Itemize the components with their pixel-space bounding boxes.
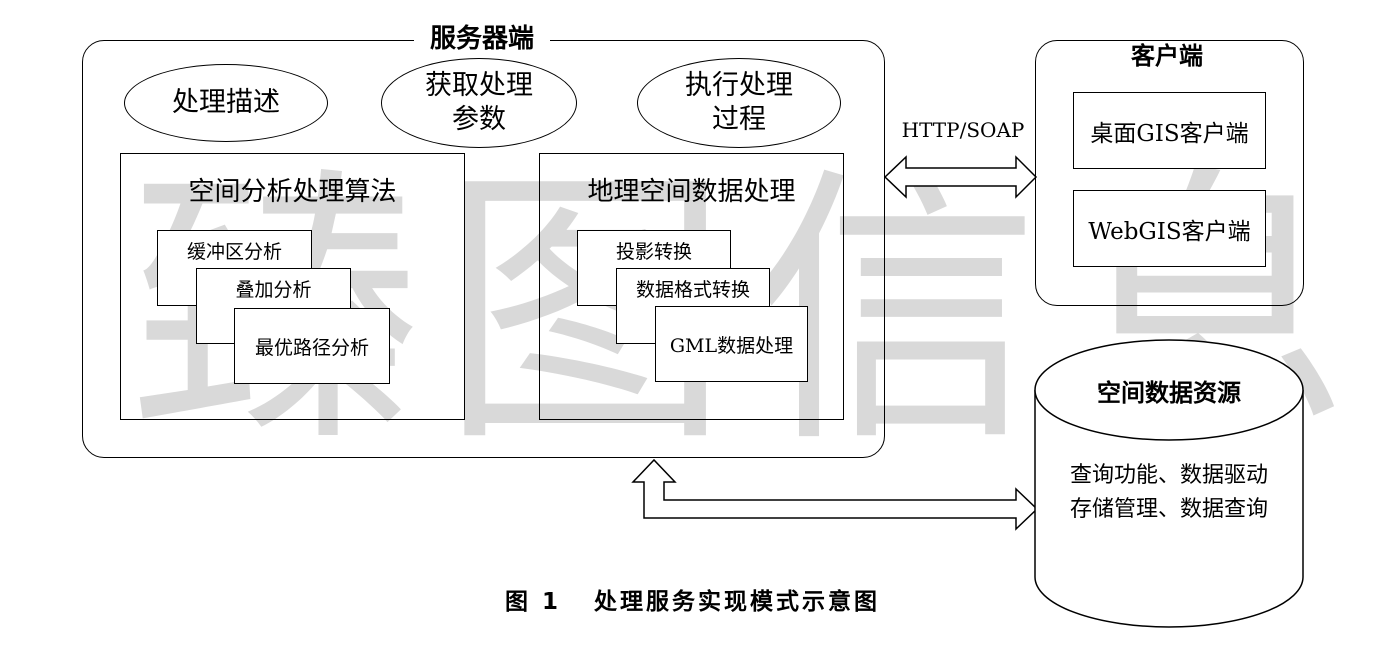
database-line-1: 查询功能、数据驱动: [1069, 463, 1268, 488]
geospatial-processing-panel-title: 地理空间数据处理: [587, 177, 796, 207]
webgis-client-label: WebGIS客户端: [1088, 218, 1251, 245]
oval-process-description-label: 处理描述: [172, 87, 280, 118]
database-cylinder: [1034, 390, 1304, 628]
oval-process-description: 处理描述: [124, 64, 328, 142]
database-line-2: 存储管理、数据查询: [1069, 497, 1268, 522]
webgis-client-box: WebGIS客户端: [1073, 190, 1266, 267]
database-cylinder-top: [1034, 339, 1304, 441]
geospatial-processing-panel: [539, 153, 844, 420]
buffer-analysis-label: 缓冲区分析: [186, 241, 282, 263]
spatial-analysis-panel-title: 空间分析处理算法: [188, 177, 397, 207]
optimal-path-analysis-box: 最优路径分析: [234, 308, 390, 384]
oval-get-parameters: 获取处理 参数: [381, 58, 577, 148]
client-group: [1035, 40, 1304, 306]
gml-processing-box: GML数据处理: [655, 306, 808, 382]
optimal-path-analysis-label: 最优路径分析: [254, 336, 369, 359]
elbow-arrow-icon: [631, 458, 1039, 531]
client-group-title: 客户端: [1115, 41, 1219, 71]
oval-execute-process: 执行处理 过程: [637, 58, 841, 148]
format-conversion-label: 数据格式转换: [635, 279, 750, 301]
database-title: 空间数据资源: [1097, 379, 1241, 407]
server-group-title: 服务器端: [414, 24, 551, 54]
gml-processing-label: GML数据处理: [669, 334, 794, 357]
protocol-label: HTTP/SOAP: [901, 118, 1025, 142]
spatial-analysis-panel: [120, 153, 465, 420]
desktop-gis-client-label: 桌面GIS客户端: [1090, 120, 1249, 147]
oval-execute-process-label: 执行处理 过程: [685, 70, 793, 135]
projection-transform-label: 投影转换: [615, 241, 692, 263]
overlay-analysis-label: 叠加分析: [235, 279, 312, 301]
desktop-gis-client-box: 桌面GIS客户端: [1073, 92, 1266, 169]
oval-get-parameters-label: 获取处理 参数: [425, 70, 533, 135]
double-arrow-icon: [883, 155, 1038, 199]
figure-caption: 图 1 处理服务实现模式示意图: [504, 589, 881, 615]
